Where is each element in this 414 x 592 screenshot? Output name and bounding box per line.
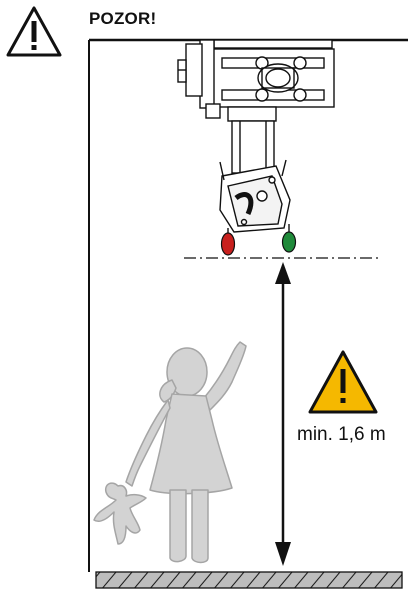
height-dimension-arrow (275, 262, 291, 566)
warning-triangle-yellow-icon (308, 350, 378, 414)
warning-triangle-outline-icon (6, 6, 62, 57)
floor-hatch (95, 571, 403, 589)
warning-title: POZOR! (89, 9, 157, 28)
drive-unit (177, 39, 335, 236)
green-pull-handle (281, 231, 297, 253)
red-pull-handle (220, 232, 236, 256)
min-clearance-label: min. 1,6 m (297, 424, 386, 445)
child-silhouette (93, 341, 247, 564)
